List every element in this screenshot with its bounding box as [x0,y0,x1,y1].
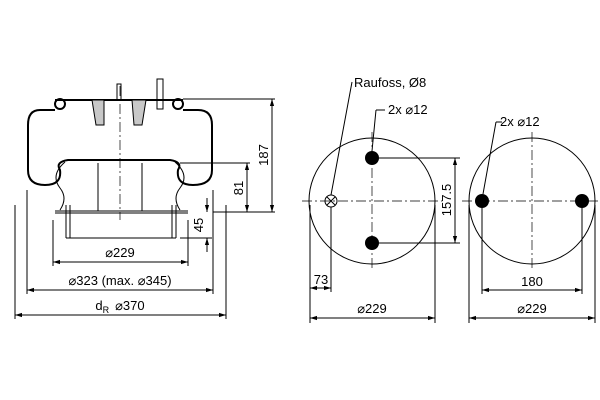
dim-180: 180 [521,274,543,289]
hole [365,151,379,165]
dim-229: ⌀229 [105,245,135,260]
dim-370: dR⌀370 [95,298,144,315]
dim-323: ⌀323 (max. ⌀345) [68,273,171,288]
bump-stop [91,99,147,126]
hole [475,194,489,208]
air-spring-side-view: 187 81 45 ⌀229 ⌀323 (max. ⌀345) dR⌀370 [14,78,275,319]
bottom-plate-view: 2x ⌀12 180 ⌀229 [462,114,600,323]
hole [365,236,379,250]
stud [116,83,122,101]
hole-label: 2x ⌀12 [388,102,428,117]
dim-229-bottom: ⌀229 [517,301,547,316]
piston-sides [55,161,185,211]
top-plate-view: Raufoss, Ø8 2x ⌀12 157.5 73 ⌀229 [302,75,460,323]
dim-73: 73 [314,272,328,287]
air-fitting-label: Raufoss, Ø8 [354,75,426,90]
hole-label: 2x ⌀12 [500,114,540,129]
dim-81: 81 [231,181,246,195]
dim-229-top: ⌀229 [357,301,387,316]
dim-45: 45 [191,218,206,232]
piston [55,159,188,214]
hole [575,194,589,208]
air-fitting [156,78,164,110]
bolts [65,205,177,239]
dim-187: 187 [256,144,271,166]
dim-157-5: 157.5 [439,184,454,217]
